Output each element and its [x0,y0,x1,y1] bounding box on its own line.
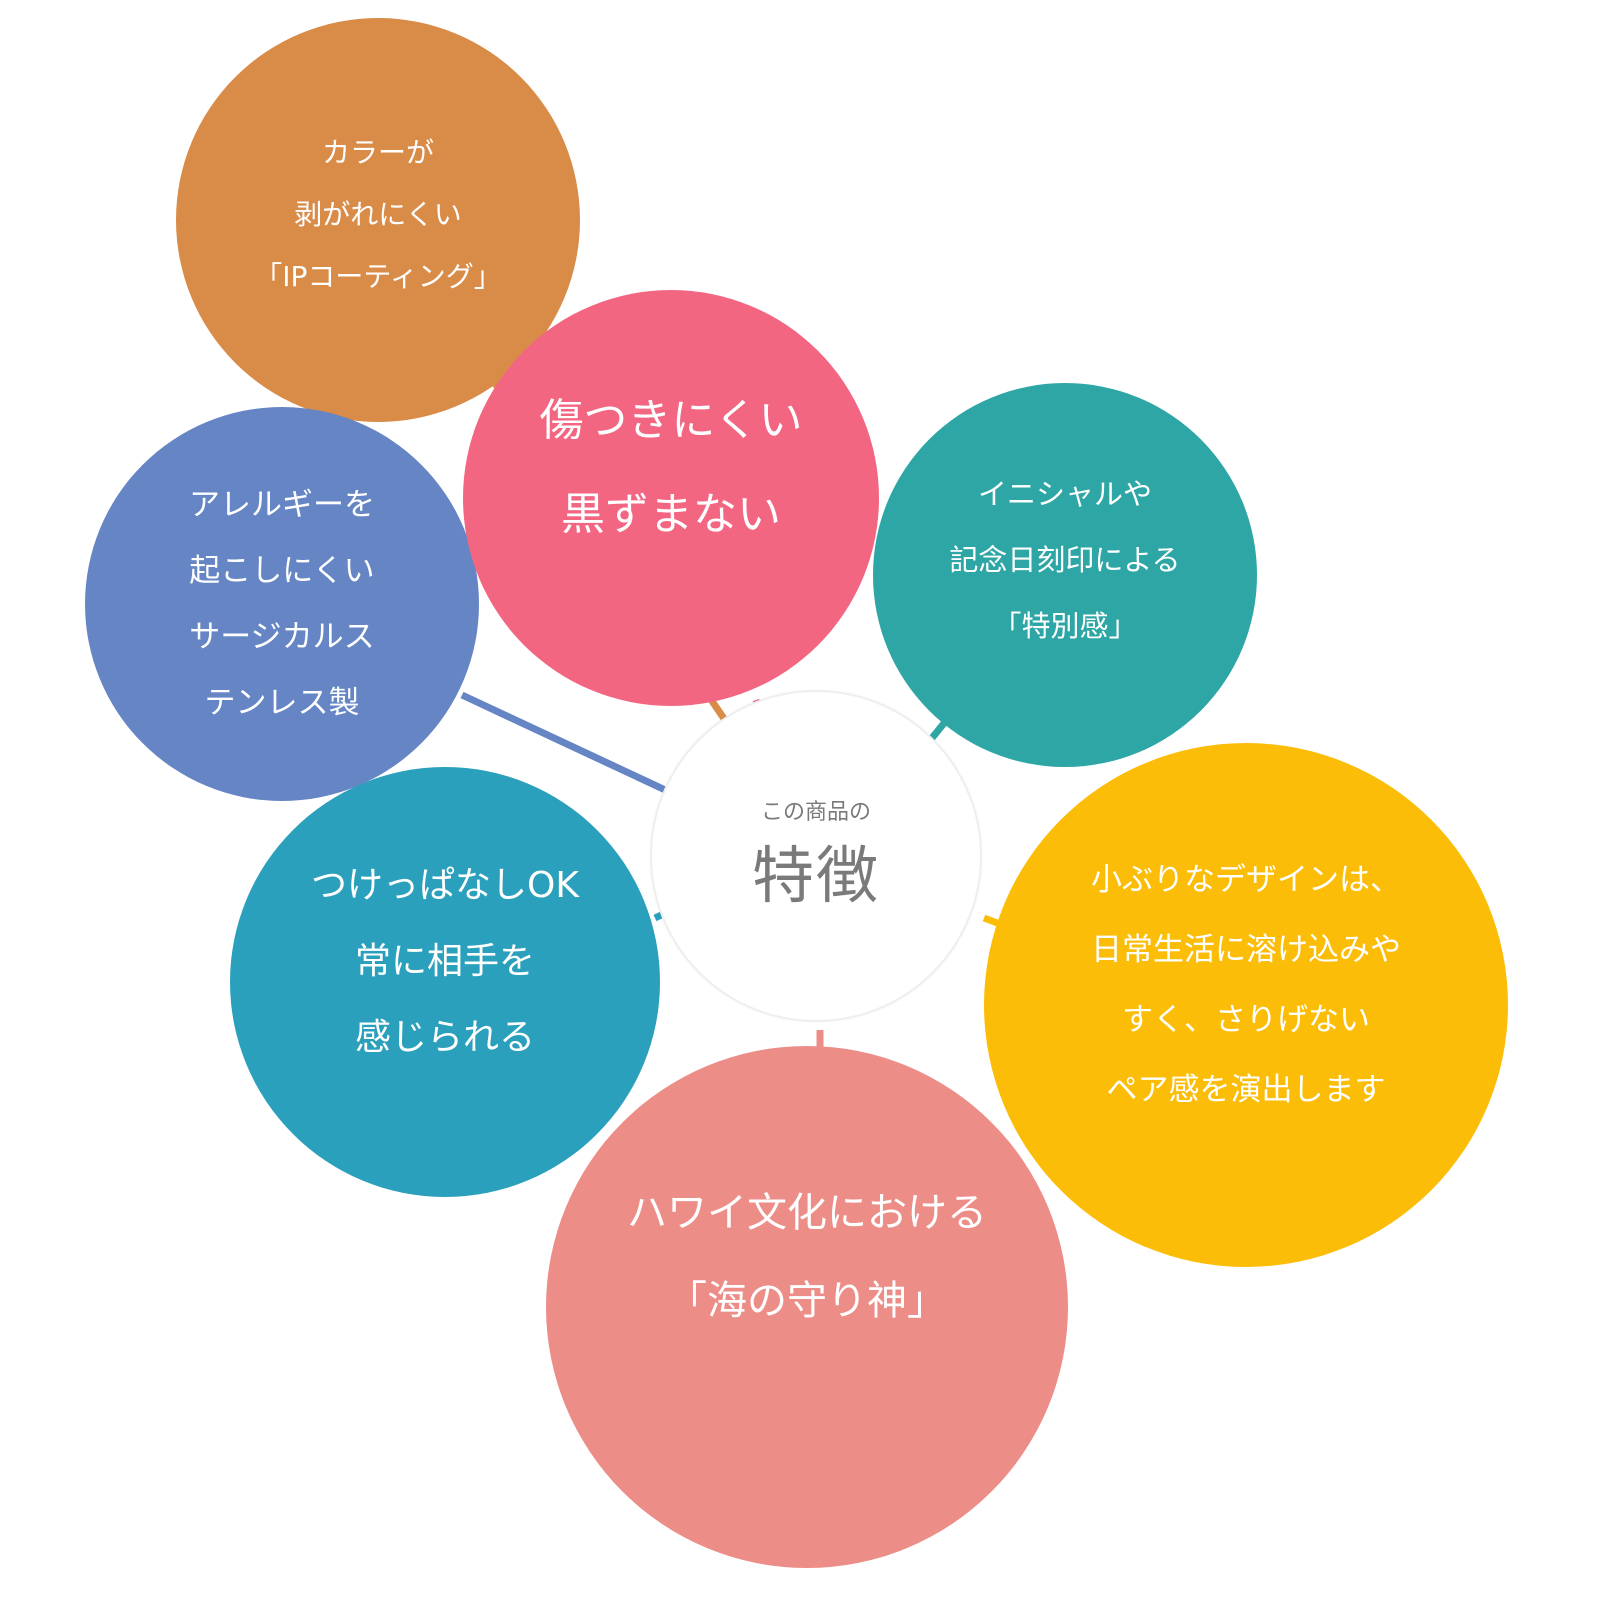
feature-bubble-hawaiian-guardian: ハワイ文化における 「海の守り神」 [546,1046,1068,1568]
feature-text-line: 黒ずまない [561,489,781,540]
feature-text-line: サージカルス [189,619,375,655]
feature-text-line: 傷つきにくい [539,395,803,446]
connector-engraving [929,719,948,741]
feature-text-line: テンレス製 [204,685,360,721]
center-hub: この商品の 特徴 [650,690,982,1022]
connector-hypoallergenic [460,691,678,799]
feature-text-line: ペア感を演出します [1106,1072,1386,1108]
feature-text-line: 日常生活に溶け込みや [1091,932,1401,968]
feature-bubble-hypoallergenic: アレルギーを 起こしにくい サージカルス テンレス製 [85,407,479,801]
center-subtitle: この商品の [760,800,871,825]
feature-text-line: 剥がれにくい [294,198,462,231]
feature-text-line: すく、さりげない [1122,1002,1370,1038]
feature-text-line: 「海の守り神」 [667,1278,947,1324]
feature-text-line: カラーが [321,136,434,169]
feature-text-line: 起こしにくい [189,553,375,589]
feature-text-line: つけっぱなしOK [311,865,579,906]
feature-text-line: 常に相手を [354,941,535,982]
feature-text-line: 記念日刻印による [949,543,1181,577]
feature-text-line: 「IPコーティング」 [254,260,502,293]
feature-text-line: イニシャルや [977,477,1152,511]
feature-bubble-compact-design: 小ぶりなデザインは、 日常生活に溶け込みや すく、さりげない ペア感を演出します [984,743,1508,1267]
feature-bubble-wear-always: つけっぱなしOK 常に相手を 感じられる [230,767,660,1197]
center-title: 特徴 [751,839,880,912]
feature-text-line: アレルギーを [189,487,375,523]
feature-bubble-scratch-resistant: 傷つきにくい 黒ずまない [463,290,879,706]
feature-bubble-engraving: イニシャルや 記念日刻印による 「特別感」 [873,383,1257,767]
feature-text-line: 「特別感」 [992,609,1138,643]
feature-text-line: 感じられる [354,1017,535,1058]
feature-bubble-ip-coating: カラーが 剥がれにくい 「IPコーティング」 [176,18,580,422]
feature-text-line: ハワイ文化における [627,1190,987,1236]
feature-text-line: 小ぶりなデザインは、 [1091,862,1401,898]
